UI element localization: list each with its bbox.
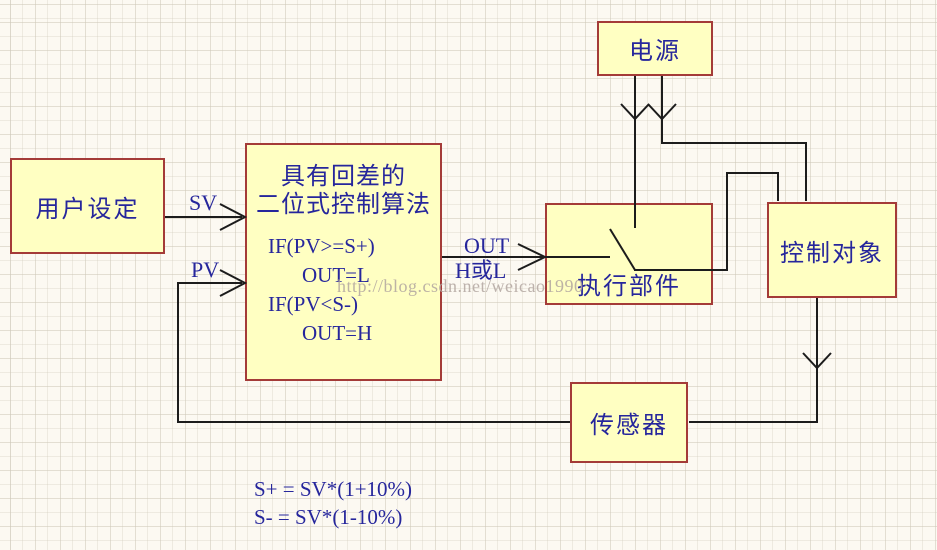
wire-power-right [661,76,807,201]
algorithm-code-line: IF(PV>=S+) [268,234,375,258]
node-actuator-label: 执行部件 [577,274,681,300]
arrowhead-pv-icon [219,269,248,297]
edge-label-sv: SV [189,190,218,215]
wire-object-to-sensor [689,298,818,423]
arrowhead-power-right-icon [647,103,677,121]
node-controlled-object: 控制对象 [767,202,897,298]
algorithm-code-line: OUT=H [302,321,373,345]
node-algorithm: 具有回差的 二位式控制算法 IF(PV>=S+) OUT=L IF(PV<S-)… [245,143,442,381]
edge-label-pv: PV [191,257,220,282]
edge-label-out: OUT [464,233,510,258]
node-sensor: 传感器 [570,382,688,463]
node-sensor-label: 传感器 [590,413,668,439]
edge-label-h-or-l: H或L [455,258,507,283]
node-controlled-object-label: 控制对象 [780,240,884,267]
arrowhead-object-output-icon [802,352,832,370]
algorithm-title-line1: 具有回差的 [281,164,406,190]
arrowhead-out-icon [517,243,548,271]
formula-s-plus: S+ = SV*(1+10%) [254,477,413,501]
node-power: 电源 [597,21,713,76]
formula-s-minus: S- = SV*(1-10%) [254,505,403,529]
arrowhead-sv-icon [219,203,248,231]
node-user-setting-label: 用户设定 [35,196,140,223]
algorithm-title-line2: 二位式控制算法 [256,192,431,218]
node-user-setting: 用户设定 [10,158,165,254]
node-power-label: 电源 [629,39,681,65]
node-algorithm-title: 具有回差的 二位式控制算法 [256,163,431,219]
arrowhead-power-left-icon [620,103,650,121]
